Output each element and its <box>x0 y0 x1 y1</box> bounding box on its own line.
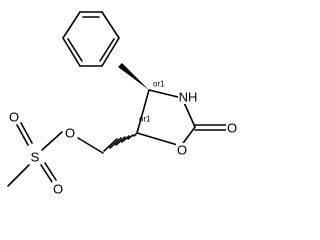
bond-s-o-bottom-b <box>44 162 57 181</box>
bond-c2-o1 <box>180 126 196 147</box>
bond-o1-c5 <box>136 132 182 147</box>
bond-c5-c4 <box>136 89 150 134</box>
atom-o-sulfonyl-bottom: O <box>53 182 63 197</box>
atom-o-ring: O <box>177 143 187 158</box>
atom-o-ester: O <box>65 126 75 141</box>
atom-labels: NH O O O S O O <box>8 90 238 197</box>
bond-o-s <box>41 131 63 151</box>
wedge-bond-phenyl <box>118 63 149 90</box>
hashed-wedge-bond <box>103 133 137 152</box>
phenyl-ring <box>62 11 120 67</box>
bond-s-o-top-b <box>20 122 33 144</box>
bond-ph3 <box>101 37 120 67</box>
bond-ph-inner2 <box>99 38 115 62</box>
bond-ph5 <box>62 37 81 67</box>
bond-s-o-bottom-a <box>40 164 53 183</box>
stereo-label-c5: or1 <box>139 115 151 124</box>
atom-s: S <box>31 150 40 165</box>
stereo-label-c4: or1 <box>153 80 165 89</box>
bond-s-methyl <box>7 164 30 187</box>
bond-s-o-top-a <box>16 124 29 146</box>
atom-o-carbonyl: O <box>227 121 237 136</box>
bond-ch2-o <box>77 137 104 154</box>
chemical-structure: NH O O O S O O or1 or1 <box>7 11 238 197</box>
atom-nh: NH <box>179 90 198 105</box>
bond-c4-n <box>148 89 183 99</box>
bond-ph-inner3 <box>67 38 83 62</box>
bond-ph6 <box>62 11 81 39</box>
bond-ph2 <box>101 11 120 39</box>
atom-o-sulfonyl-top: O <box>9 110 19 125</box>
